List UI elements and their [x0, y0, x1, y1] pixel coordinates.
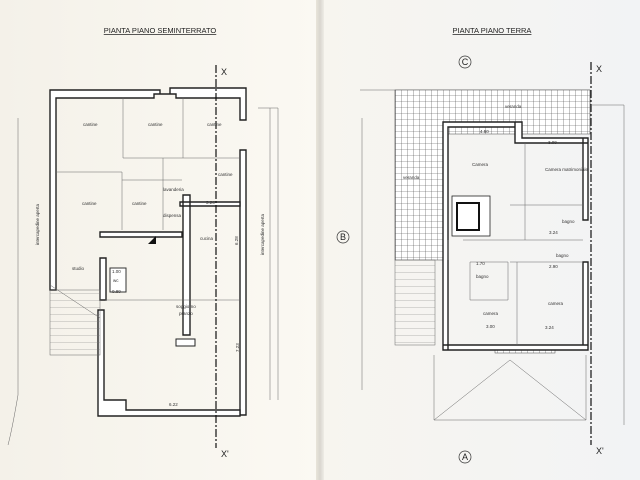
room-label: cantine	[148, 122, 163, 127]
dimension: 2.90	[549, 264, 558, 269]
room-label: camera	[483, 311, 499, 316]
room-label: bagno	[562, 219, 575, 224]
dimension: 3.00	[486, 324, 495, 329]
side-label: intercapedine aperta	[260, 213, 265, 255]
marker-c: C	[458, 55, 472, 69]
dimension: 6.22	[169, 402, 178, 407]
dimension: 4.50	[480, 129, 489, 134]
table	[175, 338, 196, 347]
room-label: pranzo	[179, 311, 193, 316]
side-label: intercapedine aperta	[35, 203, 40, 245]
room-label: bagno	[476, 274, 489, 279]
dimension: 1.70	[476, 261, 485, 266]
section-top-label: X	[221, 67, 227, 77]
dimension: 0.80	[112, 289, 121, 294]
dimension: 1.00	[112, 269, 121, 274]
veranda-tiles	[394, 89, 591, 261]
room-label: Camera	[472, 162, 489, 167]
stair-arrow-icon	[148, 236, 156, 244]
dimension: 3.24	[545, 325, 554, 330]
room-label: camera	[548, 301, 564, 306]
partitions	[447, 143, 583, 345]
basement-plan: PIANTA PIANO SEMINTERRATO X X' cantine c…	[7, 26, 279, 459]
dimension: 7.23	[235, 343, 240, 352]
room-label: cucina	[200, 236, 214, 241]
room-label: wc	[113, 278, 119, 283]
dimension: 3.24	[206, 200, 215, 205]
room-label: cantine	[83, 122, 98, 127]
marker-b: B	[336, 230, 350, 244]
room-label: cantine	[132, 201, 147, 206]
room-label: Camera matrimoniale	[545, 167, 589, 172]
stair-line	[49, 284, 101, 319]
room-label: cantine	[218, 172, 233, 177]
wall-top	[49, 87, 247, 291]
svg-text:B: B	[340, 232, 346, 242]
dimension: 3.00	[548, 140, 557, 145]
page-fold	[316, 0, 324, 480]
partitions	[56, 97, 240, 301]
marker-a: A	[458, 450, 472, 464]
room-label: veranda	[505, 104, 522, 109]
ground-floor-plan: PIANTA PIANO TERRA X X' C B A veranda ve…	[336, 26, 625, 464]
intercapedine-outline	[7, 107, 279, 446]
room-label: veranda	[403, 175, 420, 180]
room-label: lavanderia	[163, 187, 184, 192]
walls	[442, 121, 589, 351]
room-label: bagno	[556, 253, 569, 258]
wall-bottom	[97, 309, 241, 417]
room-label: studio	[72, 266, 85, 271]
room-label: cantine	[82, 201, 97, 206]
room-label: cantine	[207, 122, 222, 127]
svg-text:C: C	[462, 57, 469, 67]
room-label: dispensa	[163, 213, 182, 218]
wc-room	[109, 267, 127, 293]
left-plan-title: PIANTA PIANO SEMINTERRATO	[104, 26, 217, 35]
section-bottom-label: X'	[596, 446, 604, 456]
room-label: soggiorno	[176, 304, 196, 309]
right-plan-title: PIANTA PIANO TERRA	[453, 26, 532, 35]
dimension: 6.28	[234, 236, 239, 245]
staircase	[49, 289, 101, 356]
svg-text:A: A	[462, 452, 468, 462]
stair-well	[456, 202, 480, 231]
steps	[394, 259, 436, 346]
wall-right	[239, 149, 247, 416]
dimension: 3.24	[549, 230, 558, 235]
section-bottom-label: X'	[221, 449, 229, 459]
section-top-label: X	[596, 64, 602, 74]
